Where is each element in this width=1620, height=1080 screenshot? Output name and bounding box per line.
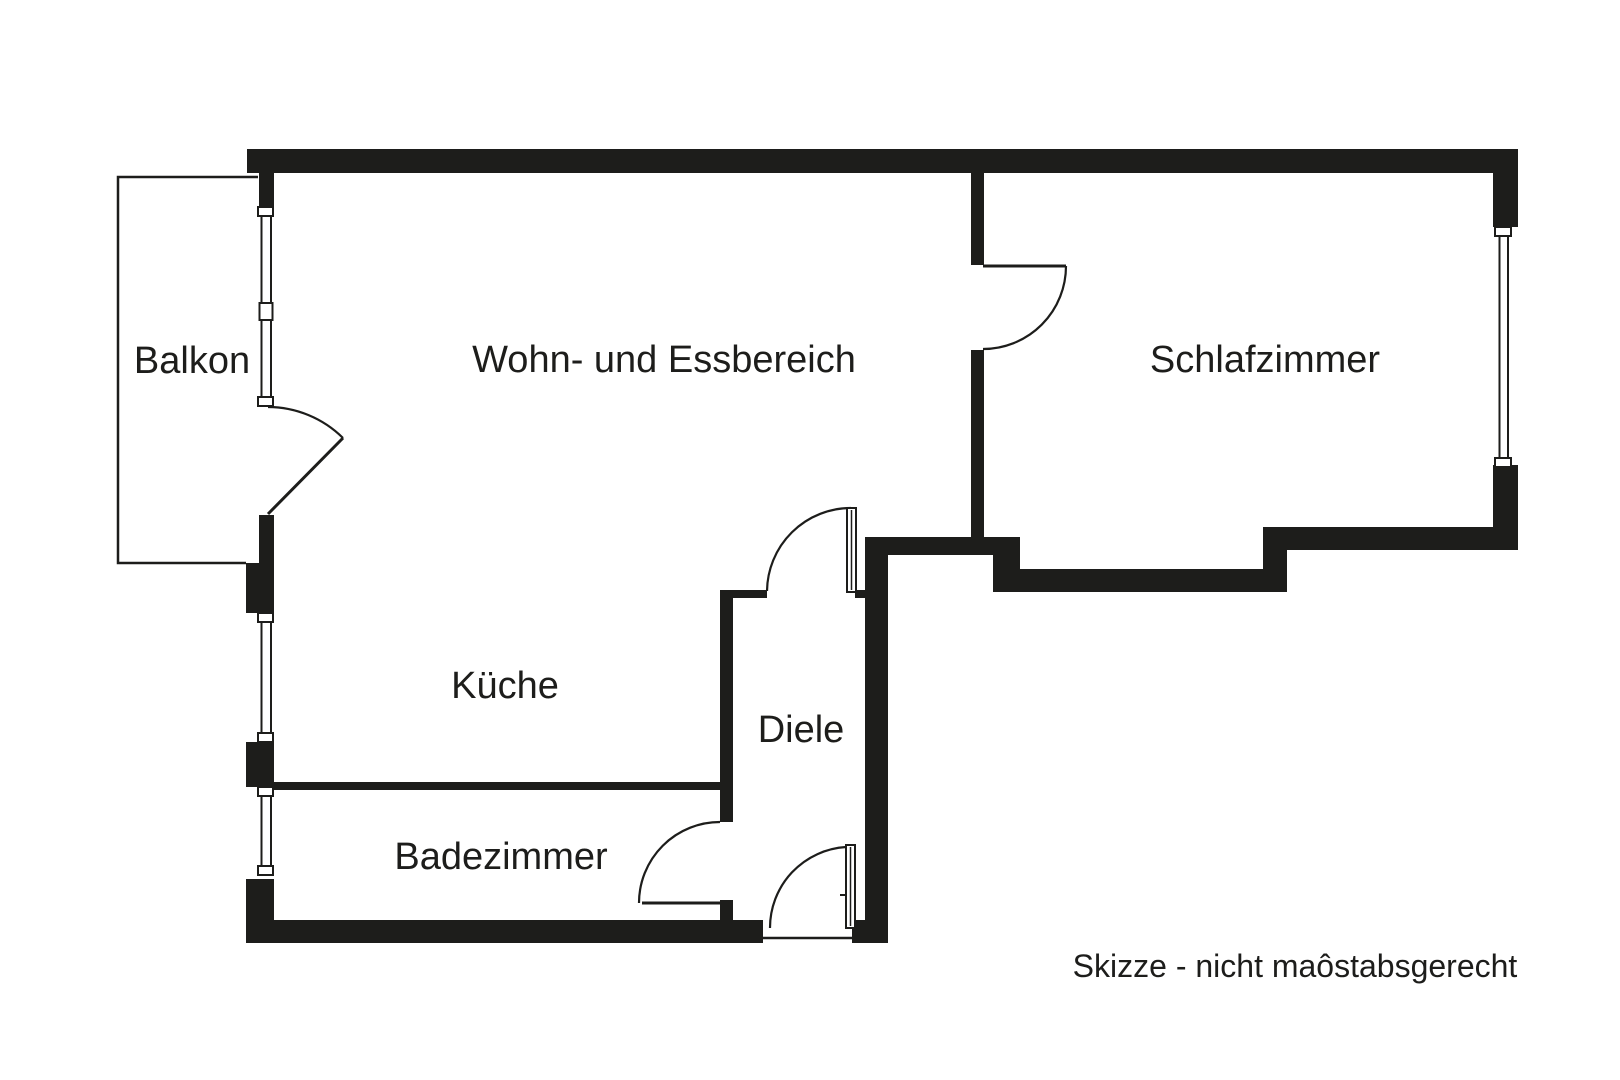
wall-diele-right (865, 537, 888, 943)
windows-group (257, 206, 1512, 876)
room-label-kueche: Küche (451, 665, 559, 707)
wall-diele-top-thin (720, 590, 767, 598)
wall-bottom-right-stub (852, 920, 888, 943)
balcony-outline (116, 175, 258, 565)
wall-kitchen-bath-divider (268, 782, 723, 790)
room-label-badezimmer: Badezimmer (394, 836, 608, 878)
room-label-schlafzimmer: Schlafzimmer (1150, 339, 1380, 381)
kitchen-window-icon (257, 612, 274, 743)
wall-left-top (259, 173, 274, 209)
wall-top (247, 149, 1518, 173)
bathroom-door-icon (637, 820, 721, 905)
room-label-balkon: Balkon (134, 340, 250, 382)
bedroom-window-icon (1494, 226, 1512, 468)
wall-diele-left-upper (720, 590, 733, 822)
wall-left-pillar-2 (246, 742, 274, 787)
wall-diele-left-stub (720, 900, 733, 943)
wall-hall-top (865, 537, 1020, 555)
walls (246, 149, 1518, 943)
doors-group (266, 264, 1068, 940)
wall-left-pillar-1 (246, 563, 274, 613)
wall-right-upper (1493, 149, 1518, 227)
wall-diele-top-stub (855, 590, 865, 598)
wall-bedroom-bottom-right (1263, 527, 1518, 550)
bedroom-door-icon (982, 264, 1068, 351)
wall-left-pillar-3 (246, 879, 274, 943)
wall-divider-upper (971, 173, 984, 265)
wall-bottom-left (246, 920, 763, 943)
entrance-door-icon (763, 844, 856, 940)
room-label-wohn-essbereich: Wohn- und Essbereich (472, 339, 856, 381)
scale-disclaimer-caption: Skizze - nicht maôstabsgerecht (1073, 948, 1518, 984)
room-label-diele: Diele (758, 709, 845, 751)
living-hall-door-icon (765, 506, 857, 593)
living-room-window-icon (257, 206, 274, 407)
wall-hall-step-down (993, 537, 1020, 592)
wall-bedroom-bottom-left (1020, 569, 1287, 592)
room-labels: Balkon Wohn- und Essbereich Schlafzimmer… (134, 339, 1381, 878)
wall-divider-lower (971, 350, 984, 537)
bathroom-window-icon (257, 786, 274, 876)
wall-left-mid (259, 515, 274, 567)
balcony-door-icon (266, 405, 345, 516)
